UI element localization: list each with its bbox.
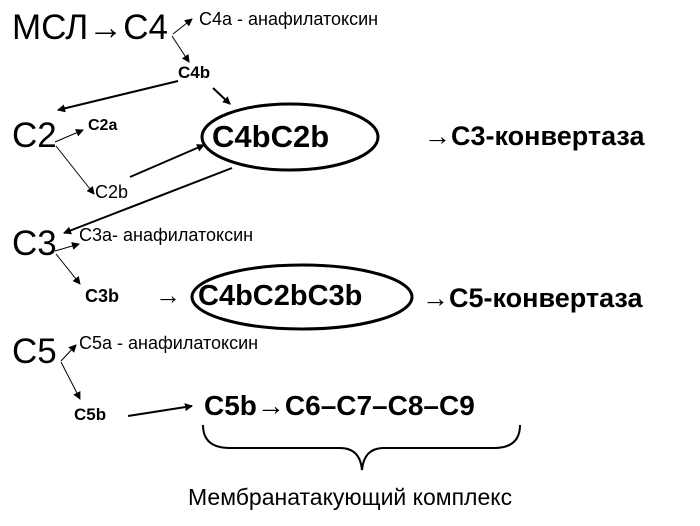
c5b-label: C5b — [74, 405, 107, 424]
arrow-c2b-to-complex — [129, 144, 205, 178]
c5-convertase-ellipse — [190, 263, 414, 331]
arrow-c5b-to-mac — [127, 403, 193, 417]
arrow-c4b-to-c2 — [57, 80, 179, 113]
arrow-c4-to-c4b — [171, 35, 190, 63]
mac-chain: C5b→C6–C7–C8–C9 — [204, 390, 475, 421]
arrow-c4b-to-complex — [212, 87, 231, 105]
c4b-label: C4b — [178, 63, 211, 82]
c3-label: C3 — [12, 224, 57, 263]
c4a-label: С4а - анафилатоксин — [199, 9, 379, 29]
c3b-arrow: → — [155, 280, 181, 310]
c5-label: C5 — [12, 332, 57, 371]
arrow-c5-to-c5b — [60, 361, 81, 400]
c5-convertase-label: →С5-конвертаза — [422, 283, 643, 313]
arrow-c5-to-c5a — [60, 344, 77, 362]
c3-convertase-label: →С3-конвертаза — [424, 121, 645, 151]
c3-convertase-ellipse — [200, 102, 380, 172]
c3b-label: C3b — [85, 286, 120, 306]
mac-brace — [202, 424, 521, 471]
arrow-c2-to-c2a — [54, 129, 84, 143]
c2b-label: C2b — [95, 182, 129, 202]
c5a-label: С5а - анафилатоксин — [79, 333, 259, 353]
msl-to-c4: МСЛ→С4 — [12, 8, 168, 47]
arrow-complex-to-c3 — [63, 167, 233, 235]
c2-label: C2 — [12, 116, 57, 155]
arrow-c3-to-c3a — [54, 242, 80, 252]
c3-convertase-complex: C4bC2b — [212, 119, 330, 154]
c3a-label: С3а- анафилатоксин — [79, 225, 254, 245]
arrow-c2-to-c2b — [55, 145, 95, 195]
arrow-c3-to-c3b — [55, 253, 81, 285]
c5-convertase-complex: C4bC2bC3b — [198, 280, 363, 312]
arrow-c4-to-c4a — [172, 18, 193, 35]
c2a-label: C2a — [88, 117, 118, 134]
mac-label: Мембранатакующий комплекс — [188, 484, 513, 510]
